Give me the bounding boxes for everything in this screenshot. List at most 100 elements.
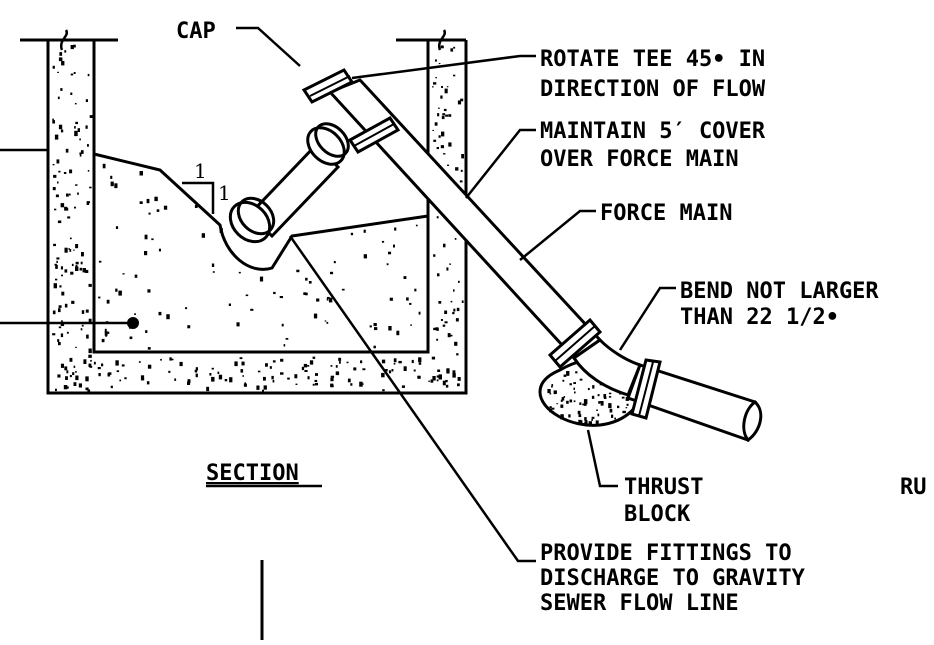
- speckle: [114, 183, 118, 189]
- speckle: [115, 360, 119, 366]
- speckle: [88, 283, 92, 287]
- speckle: [313, 313, 318, 319]
- speckle: [596, 409, 598, 411]
- speckle: [57, 374, 61, 378]
- speckle: [73, 365, 76, 368]
- speckle: [551, 386, 553, 388]
- speckle: [410, 324, 412, 326]
- speckle: [104, 331, 108, 336]
- speckle: [74, 206, 76, 209]
- speckle: [134, 274, 138, 278]
- speckle: [80, 328, 83, 331]
- speckle: [597, 413, 600, 417]
- speckle: [441, 131, 445, 137]
- speckle: [307, 365, 310, 367]
- speckle: [61, 61, 65, 66]
- speckle: [327, 296, 330, 299]
- speckle: [58, 341, 61, 346]
- speckle: [434, 122, 438, 126]
- speckle: [194, 369, 198, 373]
- speckle: [569, 399, 573, 403]
- speckle: [296, 269, 300, 273]
- speckle: [201, 233, 205, 238]
- speckle: [579, 378, 583, 381]
- speckle: [52, 65, 55, 69]
- speckle: [148, 212, 151, 215]
- speckle: [598, 401, 602, 404]
- speckle: [454, 341, 458, 346]
- speckle: [140, 375, 145, 381]
- speckle: [69, 249, 72, 252]
- speckle: [460, 98, 464, 102]
- speckle: [438, 374, 442, 380]
- speckle: [591, 416, 595, 419]
- speckle: [77, 128, 80, 132]
- lower-flange-line: [554, 325, 596, 362]
- speckle: [119, 379, 122, 382]
- bend-pipe: [571, 338, 763, 443]
- speckle: [77, 192, 79, 195]
- speckle: [608, 396, 612, 398]
- speckle: [446, 86, 449, 88]
- speckle: [312, 383, 315, 386]
- speckle: [389, 297, 393, 301]
- rotate-tee-label-line1: ROTATE TEE 45• IN: [540, 47, 765, 72]
- fittings-label-line2: DISCHARGE TO GRAVITY: [540, 566, 806, 591]
- speckle: [85, 99, 88, 102]
- speckle: [547, 389, 551, 394]
- speckle: [578, 414, 582, 418]
- leader-force-main: [519, 209, 596, 261]
- speckle: [263, 376, 266, 381]
- speckle: [218, 374, 223, 380]
- speckle: [450, 300, 453, 303]
- speckle: [436, 338, 439, 341]
- speckle: [403, 276, 407, 279]
- speckle: [64, 50, 67, 53]
- speckle: [441, 115, 445, 120]
- speckle: [453, 46, 456, 49]
- speckle: [418, 362, 422, 365]
- speckle: [124, 377, 127, 380]
- benching: [92, 152, 430, 354]
- speckle: [234, 361, 238, 367]
- speckle: [457, 100, 462, 105]
- speckle: [60, 88, 63, 91]
- speckle: [393, 358, 397, 363]
- speckle: [435, 77, 437, 79]
- speckle: [269, 366, 272, 369]
- labels: CAP ROTATE TEE 45• IN DIRECTION OF FLOW …: [176, 19, 927, 616]
- speckle: [139, 171, 143, 176]
- speckle: [256, 385, 260, 390]
- speckle: [70, 92, 73, 95]
- speckle: [432, 376, 436, 381]
- speckle: [61, 320, 63, 323]
- thrust-block-label-line1: THRUST: [624, 475, 703, 500]
- speckle: [145, 330, 148, 333]
- speckle: [75, 121, 78, 125]
- speckle: [314, 379, 318, 382]
- speckle: [241, 361, 245, 366]
- speckle: [58, 305, 62, 308]
- speckle: [81, 310, 85, 314]
- slope-indicator: [182, 181, 215, 214]
- speckle: [66, 331, 69, 334]
- speckle: [67, 216, 71, 219]
- speckle: [60, 203, 65, 208]
- speckle: [80, 261, 83, 265]
- speckle: [443, 243, 446, 248]
- speckle: [88, 348, 92, 354]
- speckle: [441, 86, 443, 88]
- speckle: [88, 318, 92, 324]
- speckle: [386, 263, 389, 266]
- speckle: [575, 371, 578, 374]
- speckle: [209, 373, 212, 376]
- speckle: [55, 194, 59, 198]
- speckle: [285, 338, 289, 340]
- speckle: [69, 169, 73, 174]
- speckle: [600, 401, 604, 406]
- speckle: [194, 204, 198, 208]
- speckle: [64, 303, 68, 308]
- speckle: [443, 108, 447, 112]
- speckle: [608, 403, 612, 409]
- speckle: [229, 377, 233, 383]
